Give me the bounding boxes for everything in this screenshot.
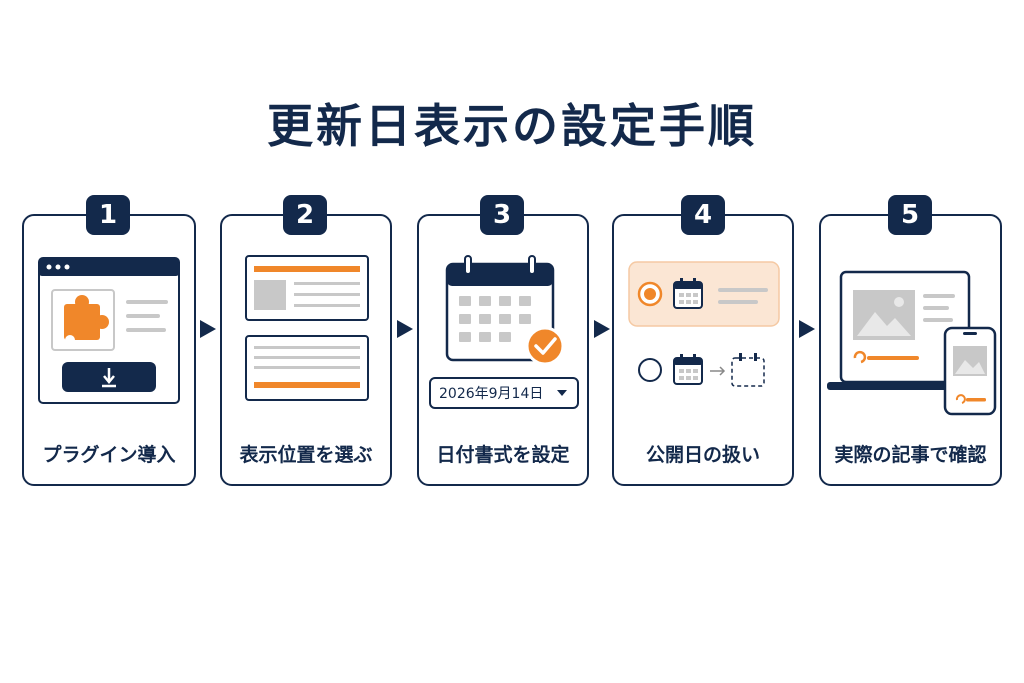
calendar-icon xyxy=(673,354,703,385)
step-label: 表示位置を選ぶ xyxy=(239,444,373,466)
arrow-right-icon xyxy=(594,320,610,338)
step-number-badge: 1 xyxy=(86,195,130,235)
step-label: 公開日の扱い xyxy=(645,444,760,466)
arrow-right-icon xyxy=(397,320,413,338)
step-card-4: 公開日の扱い xyxy=(612,214,794,486)
dashed-calendar-icon xyxy=(731,353,765,387)
date-format-illustration xyxy=(445,255,565,366)
plugin-install-illustration xyxy=(38,257,180,404)
step-card-1: プラグイン導入 xyxy=(22,214,196,486)
image-placeholder-icon xyxy=(853,290,915,340)
step-number-badge: 2 xyxy=(283,195,327,235)
arrow-right-icon xyxy=(799,320,815,338)
display-position-illustration xyxy=(245,255,369,401)
smartphone-icon xyxy=(943,326,997,416)
step-label: プラグイン導入 xyxy=(42,444,176,466)
step-card-5: 実際の記事で確認 xyxy=(819,214,1002,486)
date-format-select[interactable]: 2026年9月14日 xyxy=(429,377,579,409)
article-check-illustration xyxy=(827,270,997,416)
step-card-2: 表示位置を選ぶ xyxy=(220,214,392,486)
layout-bottom-icon xyxy=(245,335,369,401)
step-number-badge: 4 xyxy=(681,195,725,235)
refresh-icon xyxy=(853,350,919,364)
date-format-value: 2026年9月14日 xyxy=(439,386,544,402)
page-title: 更新日表示の設定手順 xyxy=(267,99,757,153)
step-number-badge: 5 xyxy=(888,195,932,235)
step-card-3: 2026年9月14日 日付書式を設定 xyxy=(417,214,589,486)
arrow-right-icon xyxy=(200,320,216,338)
calendar-icon xyxy=(673,278,703,309)
step-label: 実際の記事で確認 xyxy=(834,444,987,466)
publish-date-illustration xyxy=(628,261,780,387)
download-icon xyxy=(62,362,156,392)
chevron-down-icon xyxy=(557,390,567,396)
step-label: 日付書式を設定 xyxy=(436,444,570,466)
puzzle-piece-icon xyxy=(64,295,109,345)
check-icon xyxy=(525,326,565,366)
layout-top-icon xyxy=(245,255,369,321)
calendar-icon xyxy=(445,255,555,362)
radio-unselected-icon xyxy=(638,358,662,382)
radio-selected-icon xyxy=(637,281,663,307)
step-number-badge: 3 xyxy=(480,195,524,235)
arrow-right-icon xyxy=(710,366,726,376)
